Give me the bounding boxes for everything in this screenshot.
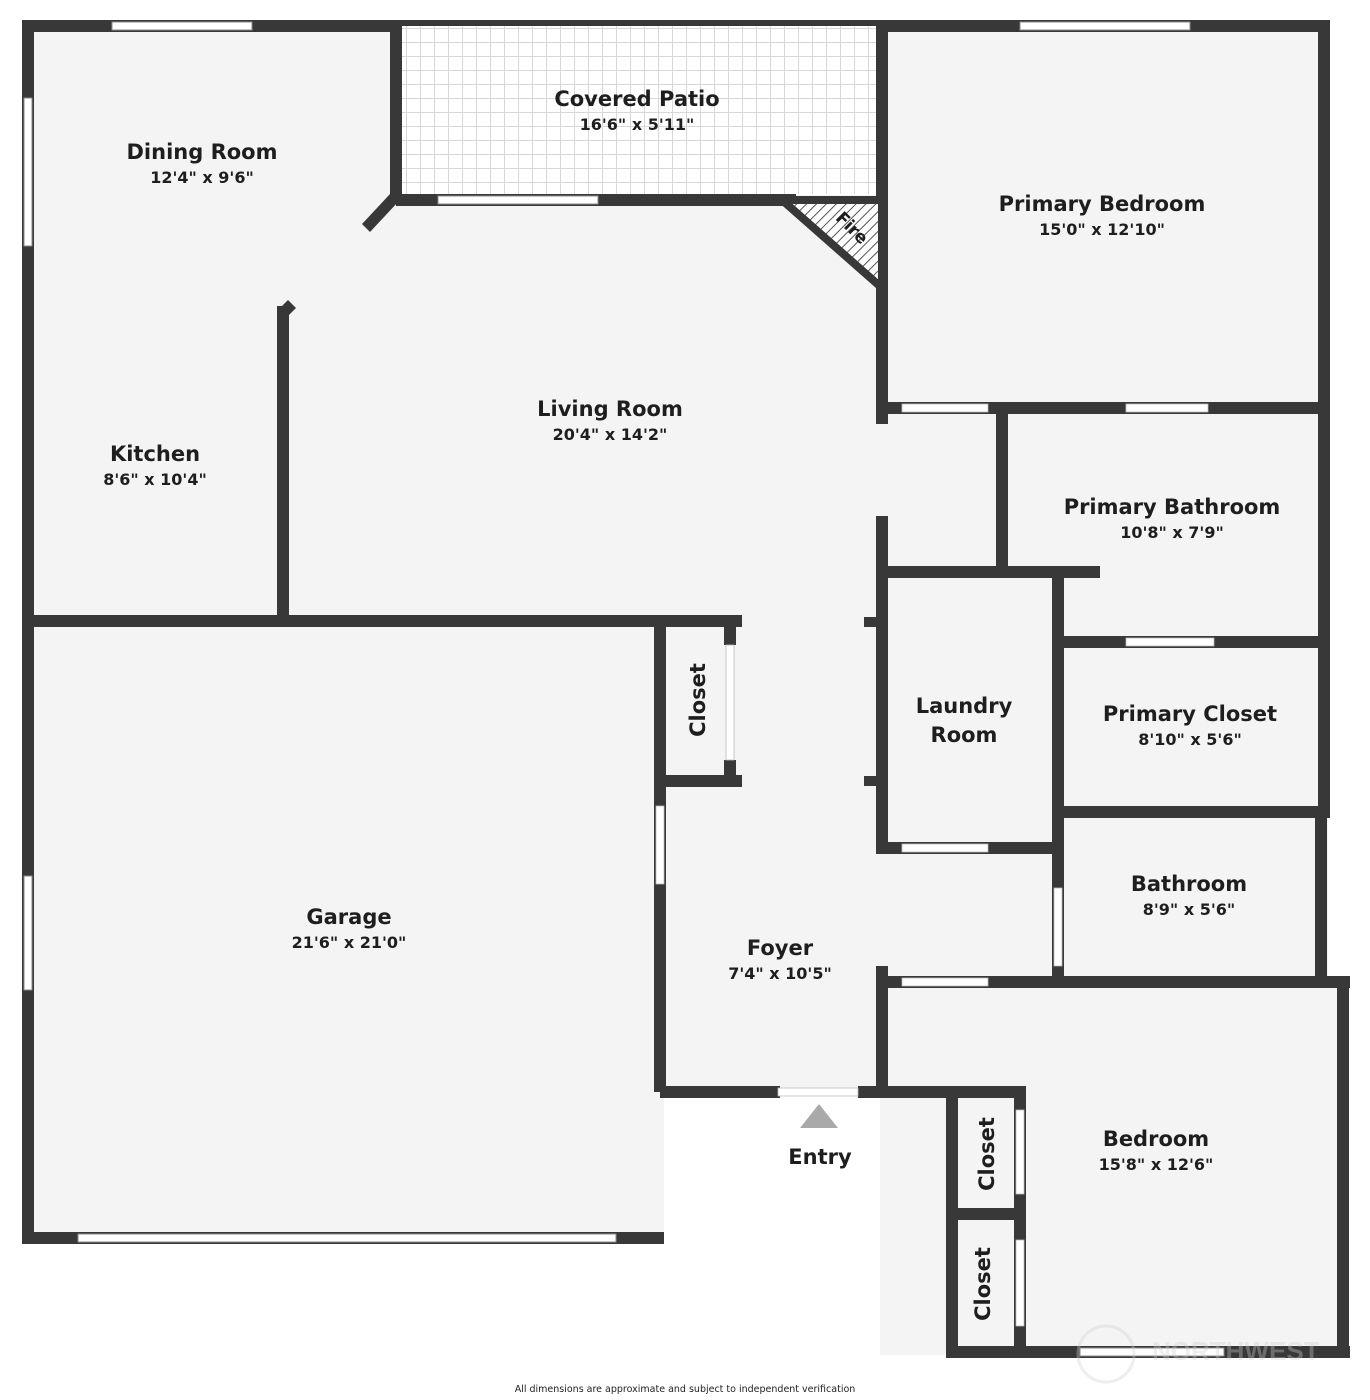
watermark-logo: NORTHWEST <box>1076 1324 1320 1384</box>
dining-room-name: Dining Room <box>127 140 278 164</box>
kitchen-name: Kitchen <box>110 442 200 466</box>
dining-room-dims: 12'4" x 9'6" <box>150 168 254 187</box>
bedroom-dims: 15'8" x 12'6" <box>1099 1155 1214 1174</box>
covered-patio-name: Covered Patio <box>554 87 719 111</box>
bedroom-closet-1-label: Closet <box>975 1117 999 1191</box>
windows <box>23 21 1225 1357</box>
bedroom-name: Bedroom <box>1103 1127 1209 1151</box>
primary-bedroom-name: Primary Bedroom <box>999 192 1206 216</box>
garage-dims: 21'6" x 21'0" <box>292 933 407 952</box>
primary-closet-name: Primary Closet <box>1103 702 1277 726</box>
living-room-dims: 20'4" x 14'2" <box>553 425 668 444</box>
primary-bathroom-dims: 10'8" x 7'9" <box>1120 523 1224 542</box>
closet-garage-label: Closet <box>686 663 710 737</box>
bathroom-dims: 8'9" x 5'6" <box>1143 900 1235 919</box>
foyer-dims: 7'4" x 10'5" <box>728 964 832 983</box>
kitchen-dims: 8'6" x 10'4" <box>103 470 207 489</box>
garage-name: Garage <box>306 905 391 929</box>
laundry-room-name-line1: Laundry <box>916 694 1013 718</box>
primary-bedroom-dims: 15'0" x 12'10" <box>1039 220 1165 239</box>
entry-arrow-icon <box>800 1104 838 1128</box>
floor-fill <box>22 22 1348 1355</box>
disclaimer: All dimensions are approximate and subje… <box>515 1384 856 1395</box>
bathroom-name: Bathroom <box>1131 872 1247 896</box>
covered-patio-dims: 16'6" x 5'11" <box>580 115 695 134</box>
primary-closet-dims: 8'10" x 5'6" <box>1138 730 1242 749</box>
entry-label: Entry <box>788 1145 852 1169</box>
watermark-text: NORTHWEST <box>1152 1336 1320 1366</box>
covered-patio-tiles <box>398 22 878 194</box>
primary-bathroom-name: Primary Bathroom <box>1064 495 1281 519</box>
laundry-room-name-line2: Room <box>931 723 998 747</box>
foyer-name: Foyer <box>747 936 814 960</box>
living-room-name: Living Room <box>537 397 683 421</box>
bedroom-closet-2-label: Closet <box>971 1247 995 1321</box>
